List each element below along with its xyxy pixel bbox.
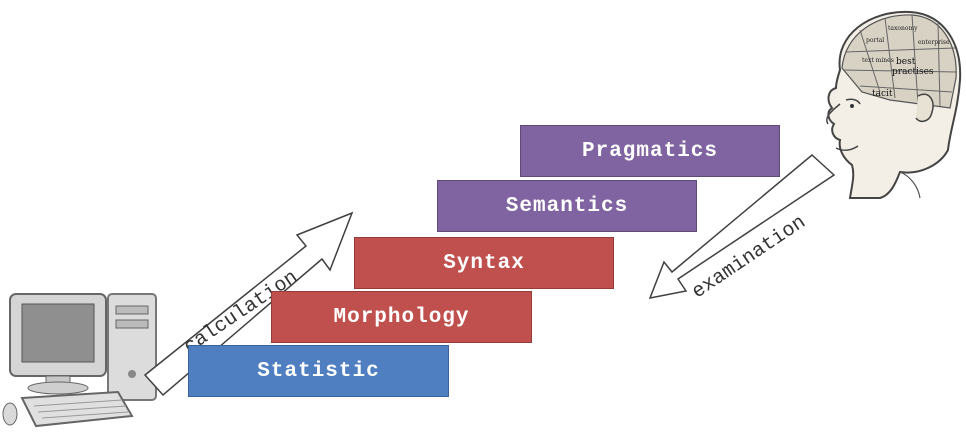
phrenology-head-icon: portal taxonomy best practises text mine… bbox=[826, 10, 962, 199]
computer-icon bbox=[2, 293, 157, 428]
head-label-portal: portal bbox=[866, 37, 884, 44]
head-label-text-mines: text mines bbox=[862, 57, 894, 64]
svg-text:practises: practises bbox=[892, 67, 934, 77]
step-semantics: Semantics bbox=[437, 180, 697, 232]
head-label-tacit: tacit bbox=[872, 89, 893, 99]
head-label-best-practises: best bbox=[896, 57, 916, 67]
head-label-enterprise: enterprise bbox=[918, 39, 950, 46]
step-statistic: Statistic bbox=[188, 345, 449, 397]
head-label-taxonomy: taxonomy bbox=[888, 25, 918, 32]
step-morphology: Morphology bbox=[271, 291, 532, 343]
step-syntax: Syntax bbox=[354, 237, 614, 289]
step-pragmatics: Pragmatics bbox=[520, 125, 780, 177]
